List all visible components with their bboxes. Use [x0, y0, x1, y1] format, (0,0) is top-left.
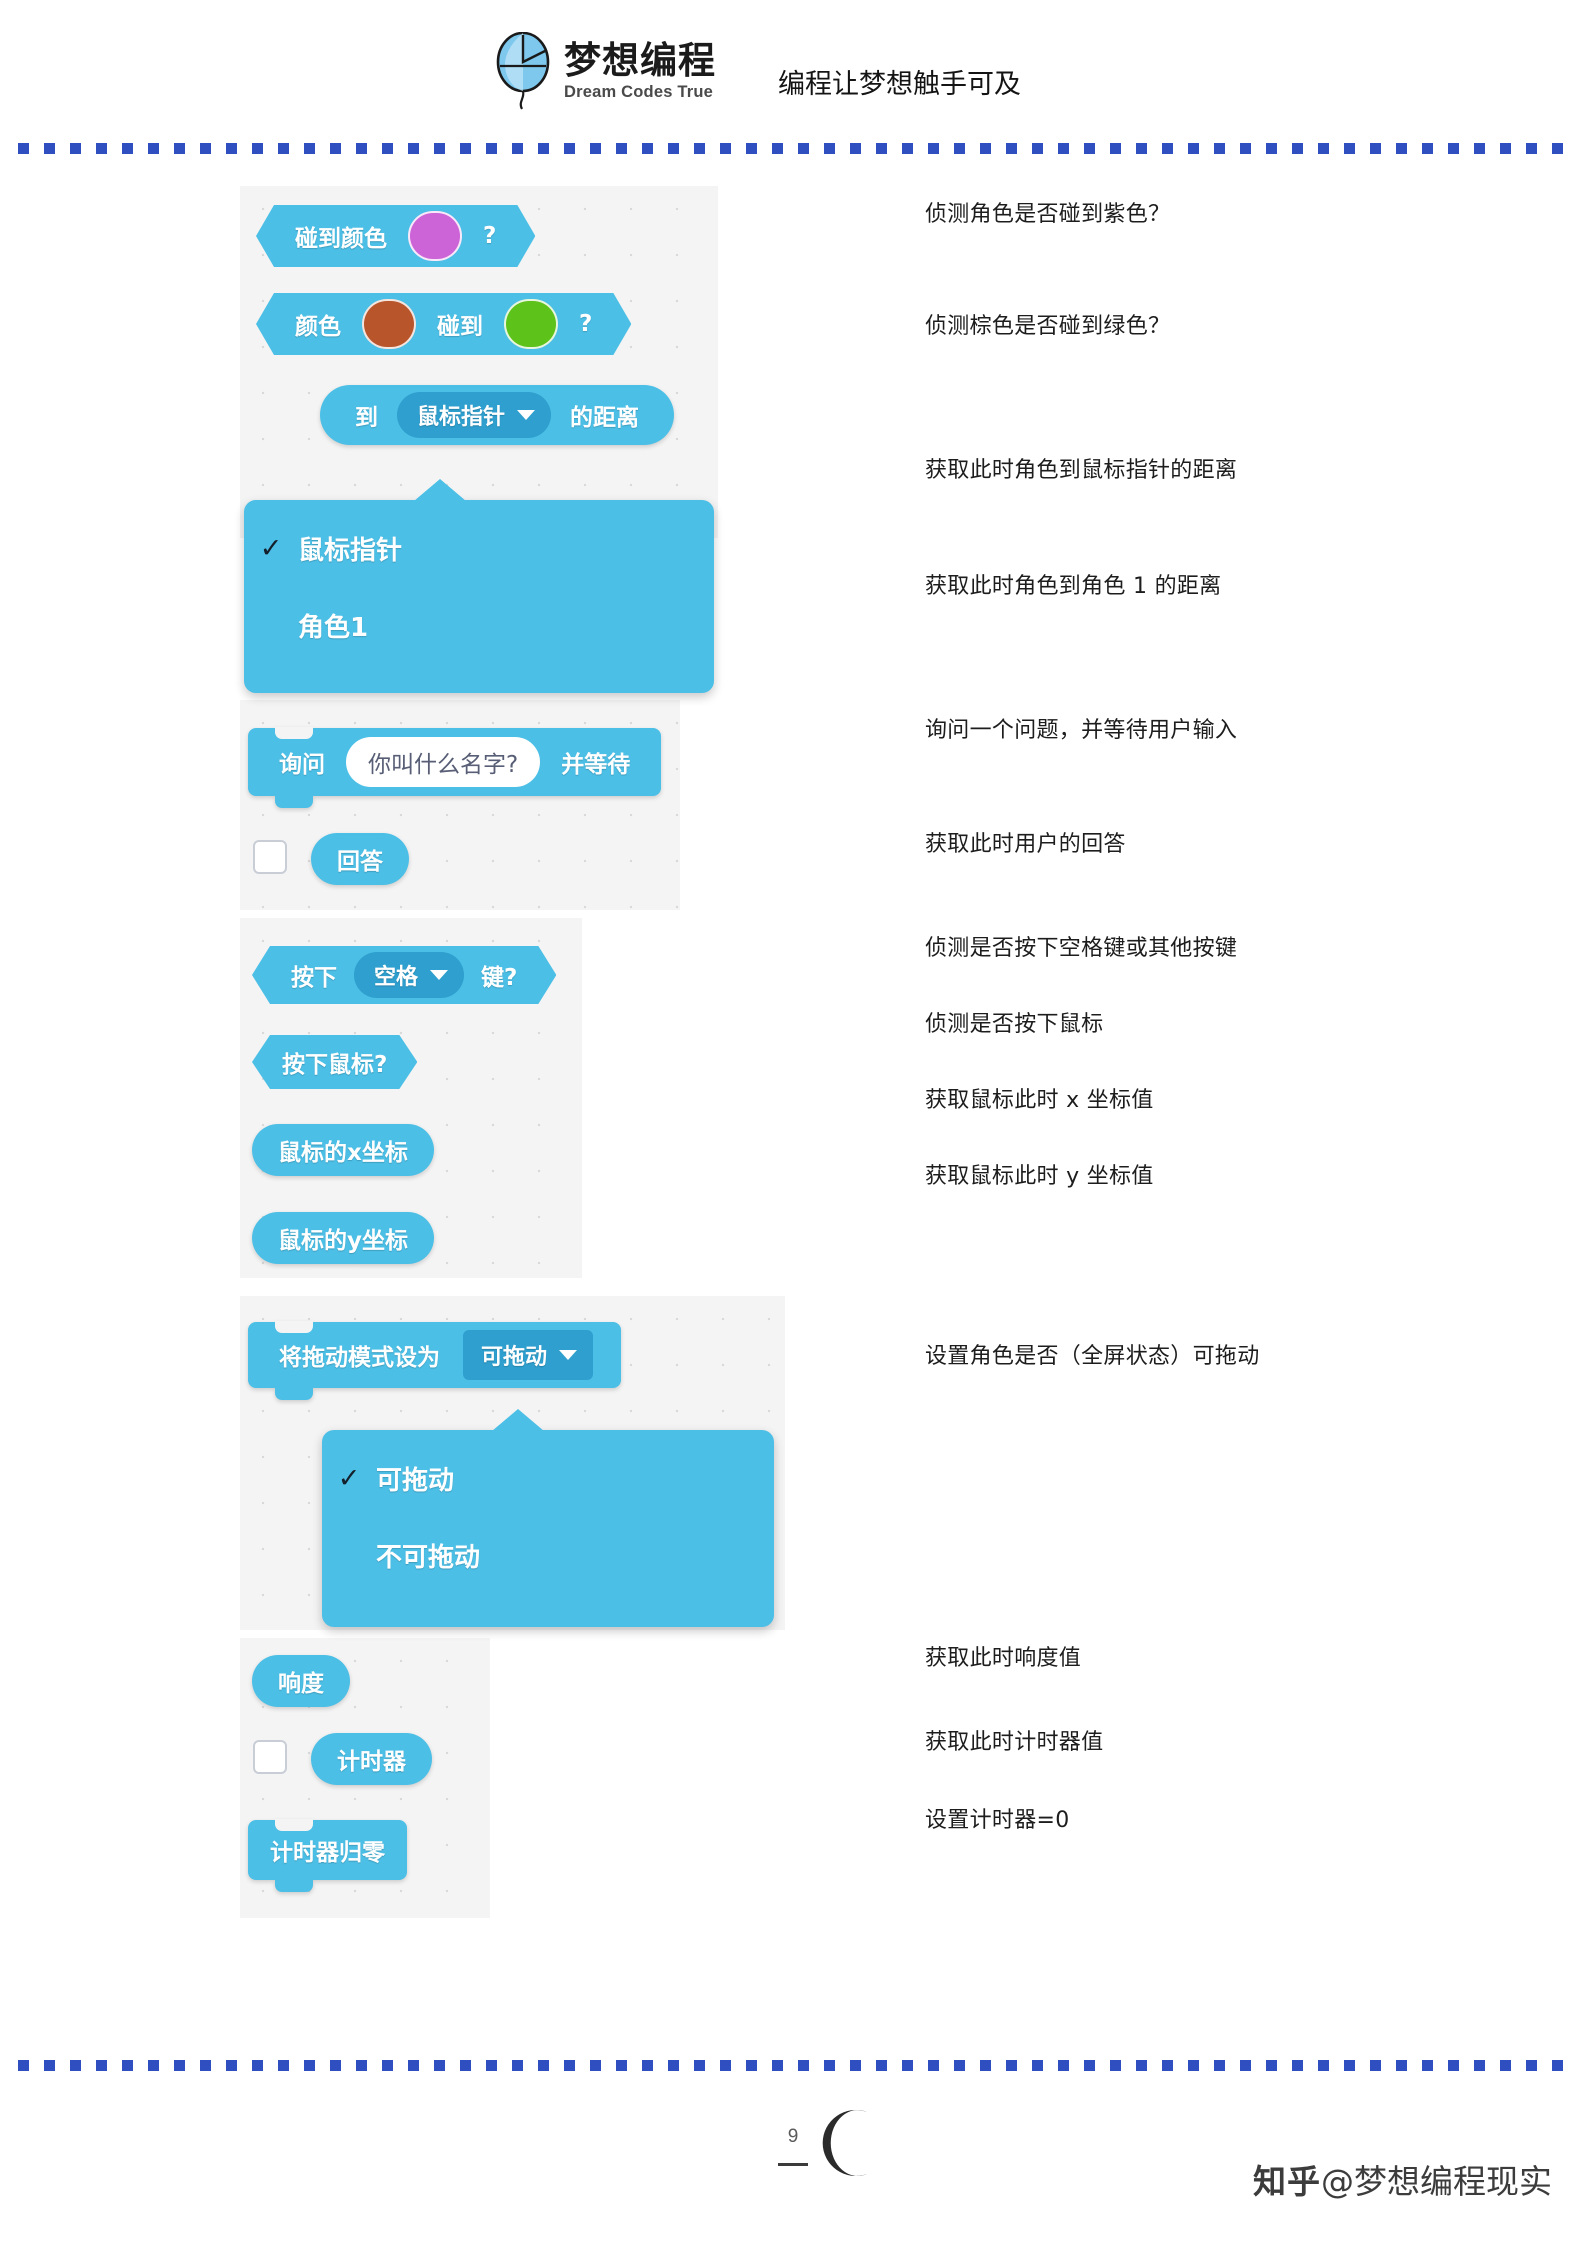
menu-item-draggable[interactable]: ✓ 可拖动 [322, 1446, 774, 1511]
drag-mode-dropdown[interactable]: 可拖动 [463, 1330, 594, 1380]
block-mouse-y[interactable]: 鼠标的y坐标 [252, 1212, 434, 1264]
key-pressed-label-1: 按下 [291, 965, 337, 991]
touching-color-question: ? [483, 223, 497, 249]
drag-mode-label: 将拖动模式设为 [279, 1345, 440, 1371]
check-icon: ✓ [337, 1463, 361, 1494]
note-timer: 获取此时计时器值 [925, 1730, 1104, 1755]
block-mouse-down[interactable]: 按下鼠标? [252, 1035, 417, 1089]
page-number: 9 [787, 2126, 799, 2147]
timer-label: 计时器 [337, 1749, 406, 1775]
watermark: 知乎@梦想编程现实 [1253, 2155, 1552, 2203]
reset-timer-label: 计时器归零 [270, 1840, 385, 1866]
chevron-down-icon [517, 410, 536, 420]
menu-item-label: 可拖动 [376, 1466, 455, 1496]
logo-title: 梦想编程 [564, 38, 716, 82]
note-answer: 获取此时用户的回答 [925, 832, 1126, 857]
block-distance-to[interactable]: 到 鼠标指针 的距离 [320, 385, 675, 445]
block-timer[interactable]: 计时器 [311, 1733, 432, 1785]
menu-item-sprite-1[interactable]: ✓ 角色1 [244, 581, 714, 658]
color-touching-question: ? [579, 311, 593, 337]
note-color-touching: 侦测棕色是否碰到绿色？ [925, 314, 1171, 339]
block-touching-color[interactable]: 碰到颜色 ? [256, 205, 535, 267]
mouse-down-label: 按下鼠标? [282, 1052, 388, 1078]
crescent-moon-icon [820, 2108, 890, 2178]
distance-target-value: 鼠标指针 [417, 405, 506, 430]
note-reset-timer: 设置计时器=0 [925, 1808, 1070, 1833]
answer-label: 回答 [337, 849, 383, 875]
chevron-down-icon [430, 970, 448, 980]
mouse-x-label: 鼠标的x坐标 [278, 1140, 408, 1166]
ask-question-input[interactable]: 你叫什么名字? [346, 737, 541, 787]
block-color-touching-color[interactable]: 颜色 碰到 ? [256, 293, 631, 355]
logo-subtitle: Dream Codes True [564, 82, 714, 101]
block-answer[interactable]: 回答 [311, 833, 409, 885]
note-drag-mode: 设置角色是否（全屏状态）可拖动 [925, 1344, 1260, 1369]
timer-monitor-checkbox[interactable] [253, 1740, 287, 1774]
ask-label-1: 询问 [279, 752, 325, 778]
menu-item-label: 不可拖动 [376, 1543, 481, 1573]
block-ask-and-wait[interactable]: 询问 你叫什么名字? 并等待 [248, 727, 662, 808]
watermark-user: 梦想编程现实 [1354, 2162, 1552, 2201]
drag-mode-menu[interactable]: ✓ 可拖动 ✓ 不可拖动 [322, 1409, 774, 1627]
distance-target-menu[interactable]: ✓ 鼠标指针 ✓ 角色1 [244, 479, 714, 693]
key-dropdown[interactable]: 空格 [354, 952, 464, 998]
watermark-at: @ [1321, 2162, 1354, 2201]
divider-bottom [18, 2060, 1570, 2071]
menu-pointer-arrow [414, 479, 466, 501]
mouse-y-label: 鼠标的y坐标 [278, 1228, 408, 1254]
key-pressed-label-2: 键? [481, 965, 518, 991]
note-mouse-y: 获取鼠标此时 y 坐标值 [925, 1164, 1154, 1189]
block-loudness[interactable]: 响度 [252, 1655, 350, 1707]
ask-label-2: 并等待 [561, 752, 631, 778]
menu-item-label: 角色1 [298, 613, 369, 643]
menu-item-label: 鼠标指针 [298, 536, 403, 566]
distance-label-2: 的距离 [570, 405, 640, 431]
note-key-pressed: 侦测是否按下空格键或其他按键 [925, 936, 1238, 961]
answer-monitor-checkbox[interactable] [253, 840, 287, 874]
drag-mode-value: 可拖动 [481, 1345, 548, 1370]
note-mouse-down: 侦测是否按下鼠标 [925, 1012, 1104, 1037]
zhihu-logo: 知乎 [1253, 2162, 1321, 2201]
divider-top [18, 143, 1570, 154]
balloon-mouse-logo-icon [492, 32, 558, 110]
brand-logo: 梦想编程 Dream Codes True [492, 32, 716, 110]
note-ask-question: 询问一个问题，并等待用户输入 [925, 718, 1238, 743]
note-mouse-x: 获取鼠标此时 x 坐标值 [925, 1088, 1154, 1113]
note-distance-mouse: 获取此时角色到鼠标指针的距离 [925, 458, 1238, 483]
menu-item-mouse-pointer[interactable]: ✓ 鼠标指针 [244, 516, 714, 581]
block-set-drag-mode[interactable]: 将拖动模式设为 可拖动 [248, 1321, 622, 1400]
note-loudness: 获取此时响度值 [925, 1646, 1082, 1671]
distance-target-dropdown[interactable]: 鼠标指针 [397, 392, 552, 438]
note-distance-sprite: 获取此时角色到角色 1 的距离 [925, 574, 1222, 599]
key-dropdown-value: 空格 [374, 965, 419, 990]
note-touching-color: 侦测角色是否碰到紫色？ [925, 202, 1171, 227]
block-reset-timer[interactable]: 计时器归零 [248, 1819, 407, 1892]
chevron-down-icon [559, 1350, 578, 1360]
loudness-label: 响度 [278, 1671, 324, 1697]
menu-pointer-arrow [492, 1409, 544, 1431]
distance-label-1: 到 [355, 405, 378, 431]
menu-item-not-draggable[interactable]: ✓ 不可拖动 [322, 1511, 774, 1588]
block-key-pressed[interactable]: 按下 空格 键? [252, 946, 556, 1004]
page-header: 梦想编程 Dream Codes True 编程让梦想触手可及 [0, 0, 1586, 140]
color-swatch-green[interactable] [504, 299, 558, 349]
color-touching-label-1: 颜色 [295, 314, 341, 340]
color-touching-label-2: 碰到 [437, 314, 483, 340]
header-tagline: 编程让梦想触手可及 [778, 69, 1021, 100]
check-icon-placeholder: ✓ [322, 1540, 376, 1571]
block-mouse-x[interactable]: 鼠标的x坐标 [252, 1124, 434, 1176]
page-number-rule [778, 2163, 808, 2166]
color-swatch-purple[interactable] [408, 211, 462, 261]
color-swatch-brown[interactable] [362, 299, 416, 349]
touching-color-label: 碰到颜色 [295, 226, 387, 252]
check-icon: ✓ [259, 533, 283, 564]
check-icon-placeholder: ✓ [244, 610, 298, 641]
